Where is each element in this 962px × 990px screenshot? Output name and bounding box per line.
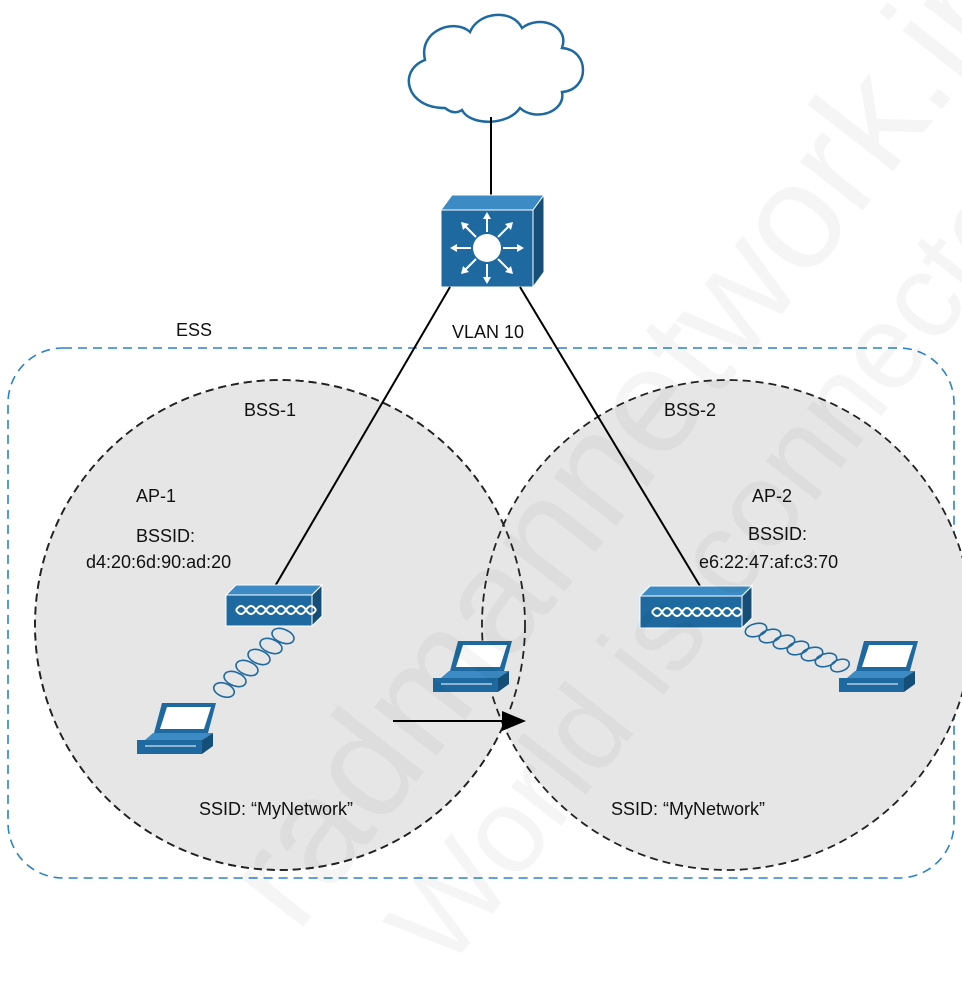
wireless-signal-icon: [744, 622, 850, 673]
wireless-signal-icon: [212, 627, 295, 698]
bss-1-overlap-outline: [34, 379, 526, 871]
bssid-2-value: e6:22:47:af:c3:70: [699, 552, 839, 572]
ap-2-label: AP-2: [752, 486, 793, 506]
bss-2-label: BSS-2: [664, 400, 717, 420]
vlan-link-ap2: [519, 286, 701, 587]
cloud-icon: [407, 13, 585, 123]
ap-1-label: AP-1: [136, 486, 177, 506]
access-point-icon: [638, 584, 754, 630]
bss-1-label: BSS-1: [244, 400, 297, 420]
ssid-1-label: SSID: “MyNetwork”: [199, 799, 354, 819]
bssid-2-label: BSSID:: [748, 524, 808, 544]
vlan-label: VLAN 10: [452, 322, 525, 342]
laptop-icon: [433, 641, 512, 692]
multilayer-switch-icon: [440, 193, 545, 289]
ssid-2-label: SSID: “MyNetwork”: [611, 799, 766, 819]
wireless-ess-diagram: [7, 13, 962, 879]
bssid-1-label: BSSID:: [136, 526, 196, 546]
access-point-icon: [224, 583, 324, 628]
vlan-link-ap1: [273, 286, 451, 589]
laptop-icon: [839, 641, 918, 692]
bssid-1-value: d4:20:6d:90:ad:20: [86, 552, 232, 572]
laptop-icon: [137, 703, 216, 754]
ess-label: ESS: [176, 320, 213, 340]
